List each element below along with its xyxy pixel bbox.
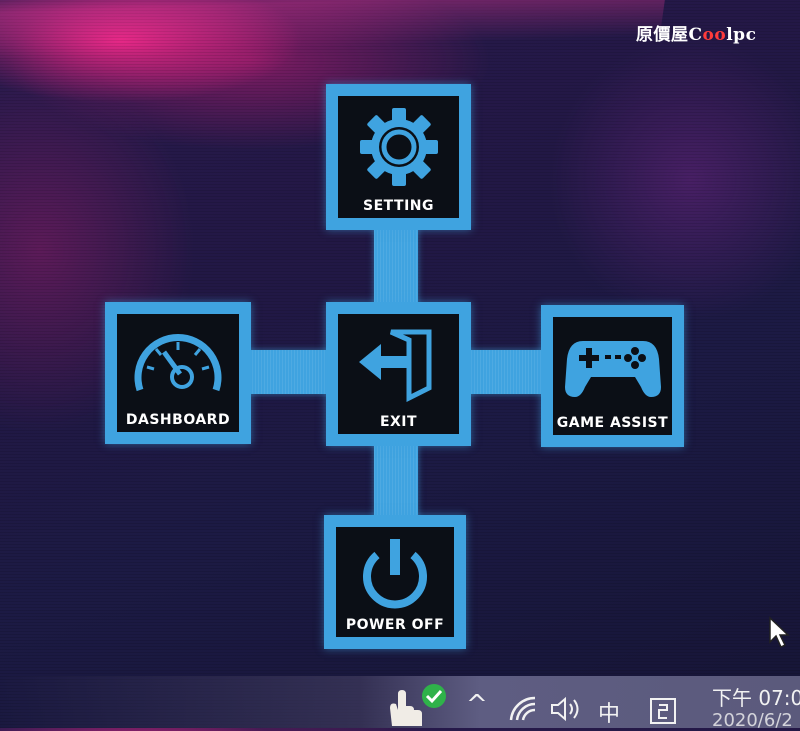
speedometer-icon: [134, 334, 222, 392]
exit-label: EXIT: [379, 414, 418, 430]
gamepad-icon: [564, 341, 661, 397]
game-assist-label: GAME ASSIST: [556, 415, 669, 431]
mouse-cursor-icon: [769, 616, 790, 649]
power-off-button[interactable]: POWER OFF: [324, 515, 466, 649]
watermark: 原價屋Coolpc: [636, 25, 757, 45]
notification-icon[interactable]: [648, 696, 678, 726]
dashboard-label: DASHBOARD: [125, 412, 231, 428]
power-icon: [363, 539, 427, 609]
check-badge-icon: [422, 684, 446, 708]
clock-date[interactable]: 2020/6/2: [712, 710, 793, 731]
setting-button[interactable]: SETTING: [326, 84, 471, 230]
dashboard-button[interactable]: DASHBOARD: [105, 302, 251, 444]
ime-indicator[interactable]: 中: [598, 702, 621, 727]
exit-door-icon: [358, 329, 431, 402]
power-off-label: POWER OFF: [345, 617, 445, 633]
show-hidden-icons-button[interactable]: ^: [466, 690, 488, 720]
clock-time[interactable]: 下午 07:0: [712, 686, 800, 710]
hand-pointer-icon[interactable]: [384, 686, 430, 728]
setting-label: SETTING: [363, 198, 434, 214]
game-assist-button[interactable]: GAME ASSIST: [541, 305, 684, 447]
taskbar: ^ 中 下午 07:0 2020/6/2: [0, 676, 800, 731]
volume-icon[interactable]: [550, 696, 584, 722]
wifi-icon[interactable]: [508, 694, 538, 722]
gear-icon: [359, 108, 438, 186]
exit-button[interactable]: EXIT: [326, 302, 471, 446]
